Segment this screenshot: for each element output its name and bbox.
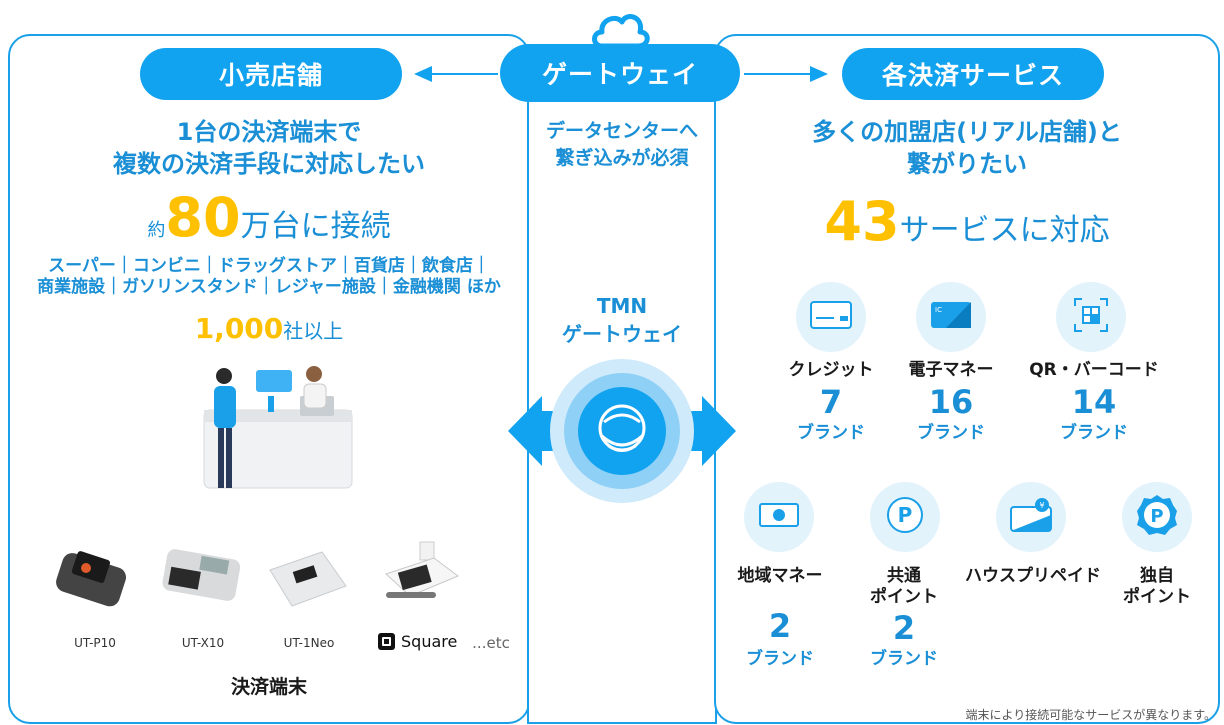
services-pill: 各決済サービス	[842, 48, 1104, 100]
brand-num-emoney: 16	[928, 383, 974, 421]
terminal-count: 80	[165, 186, 241, 249]
device-ut-x10-icon	[158, 544, 244, 614]
gateway-pill: ゲートウェイ	[500, 44, 740, 102]
service-regional	[744, 482, 814, 552]
device-label-etc: ...etc	[472, 634, 510, 652]
retail-pill: 小売店舗	[140, 48, 402, 100]
square-logo-icon	[378, 633, 395, 650]
square-brand: Square	[378, 632, 457, 651]
device-label-ut-p10: UT-P10	[74, 636, 116, 650]
store-illustration	[196, 360, 360, 500]
service-common-point: P	[870, 482, 940, 552]
store-types: スーパー｜コンビニ｜ドラッグストア｜百貨店｜飲食店｜ 商業施設｜ガソリンスタンド…	[8, 256, 530, 298]
tmn-line2: ゲートウェイ	[562, 322, 682, 346]
tmn-logo-icon	[508, 356, 736, 506]
services-count: 43サービスに対応	[714, 190, 1220, 253]
service-label-house-prepaid: ハウスプリペイド	[965, 566, 1101, 586]
services-headline-line2: 繋がりたい	[907, 150, 1027, 178]
gateway-note-line1: データセンターへ	[545, 120, 698, 142]
device-label-square: Square	[401, 632, 458, 651]
banknote-icon	[759, 503, 799, 531]
brand-unit-regional: ブランド	[746, 649, 814, 669]
gateway-label: ゲートウェイ	[541, 60, 698, 89]
approx-label: 約	[147, 220, 166, 241]
svg-text:IC: IC	[935, 306, 942, 314]
brand-unit-qr: ブランド	[1060, 423, 1128, 443]
gateway-note-line2: 繋ぎ込みが必須	[555, 147, 689, 169]
retail-headline-line1: 1台の決済端末で	[176, 118, 362, 146]
service-qr	[1056, 282, 1126, 352]
ic-card-icon: IC	[930, 301, 972, 333]
retail-count: 約80万台に接続	[8, 186, 530, 249]
svg-text:¥: ¥	[1039, 501, 1044, 510]
store-types-line2: 商業施設｜ガソリンスタンド｜レジャー施設｜金融機関 ほか	[37, 277, 501, 297]
common-point-line2: ポイント	[870, 587, 938, 607]
brand-num-common-point: 2	[892, 609, 916, 647]
services-title: 各決済サービス	[881, 61, 1064, 90]
services-headline: 多くの加盟店(リアル店舗)と 繋がりたい	[714, 116, 1220, 180]
company-number: 1,000	[194, 312, 284, 345]
service-label-qr: QR・バーコード	[1029, 360, 1159, 380]
qr-code-icon	[1073, 297, 1109, 337]
devices-caption: 決済端末	[230, 676, 307, 698]
tmn-line1: TMN	[596, 294, 648, 318]
own-point-line2: ポイント	[1123, 587, 1191, 607]
device-label-ut-1neo: UT-1Neo	[283, 636, 335, 650]
service-label-credit: クレジット	[788, 360, 874, 380]
credit-card-icon	[810, 301, 852, 333]
retail-title: 小売店舗	[218, 61, 323, 90]
service-label-regional: 地域マネー	[737, 566, 823, 586]
service-count-suffix: サービスに対応	[899, 213, 1110, 248]
service-label-common-point: 共通 ポイント	[846, 566, 962, 608]
own-point-line1: 独自	[1140, 566, 1174, 586]
retail-headline-line2: 複数の決済手段に対応したい	[113, 150, 425, 178]
brand-unit-common-point: ブランド	[870, 649, 938, 669]
services-footnote: 端末により接続可能なサービスが異なります。	[965, 708, 1216, 722]
service-own-point: P	[1122, 482, 1192, 552]
prepaid-card-icon: ¥	[1008, 497, 1054, 537]
tmn-gateway-label: TMN ゲートウェイ	[527, 292, 717, 348]
brand-unit-credit: ブランド	[797, 423, 865, 443]
brand-num-credit: 7	[819, 383, 843, 421]
store-types-line1: スーパー｜コンビニ｜ドラッグストア｜百貨店｜飲食店｜	[48, 256, 490, 276]
service-credit	[796, 282, 866, 352]
brand-num-qr: 14	[1071, 383, 1117, 421]
svg-text:P: P	[898, 503, 913, 527]
point-badge-icon: P	[1135, 493, 1179, 541]
services-panel	[714, 34, 1220, 724]
cloud-icon	[588, 6, 652, 52]
brand-num-regional: 2	[768, 607, 792, 645]
services-headline-line1: 多くの加盟店(リアル店舗)と	[812, 118, 1122, 146]
common-point-line1: 共通	[887, 566, 921, 586]
company-suffix: 社以上	[283, 319, 344, 343]
service-label-own-point: 独自 ポイント	[1104, 566, 1210, 608]
device-square-icon	[380, 540, 462, 614]
svg-text:P: P	[1150, 506, 1163, 527]
arrow-left-icon	[414, 64, 498, 88]
retail-headline: 1台の決済端末で 複数の決済手段に対応したい	[8, 116, 530, 180]
device-ut-1neo-icon	[266, 546, 350, 614]
brand-unit-emoney: ブランド	[917, 423, 985, 443]
service-emoney: IC	[916, 282, 986, 352]
arrow-right-icon	[744, 64, 828, 88]
service-house-prepaid: ¥	[996, 482, 1066, 552]
device-label-ut-x10: UT-X10	[181, 636, 225, 650]
company-count: 1,000社以上	[8, 312, 530, 345]
terminal-count-suffix: 万台に接続	[240, 209, 391, 244]
point-icon: P	[885, 495, 925, 539]
service-label-emoney: 電子マネー	[908, 360, 994, 380]
device-ut-p10-icon	[52, 546, 132, 614]
service-count-number: 43	[824, 190, 900, 253]
gateway-note: データセンターへ 繋ぎ込みが必須	[527, 118, 717, 172]
